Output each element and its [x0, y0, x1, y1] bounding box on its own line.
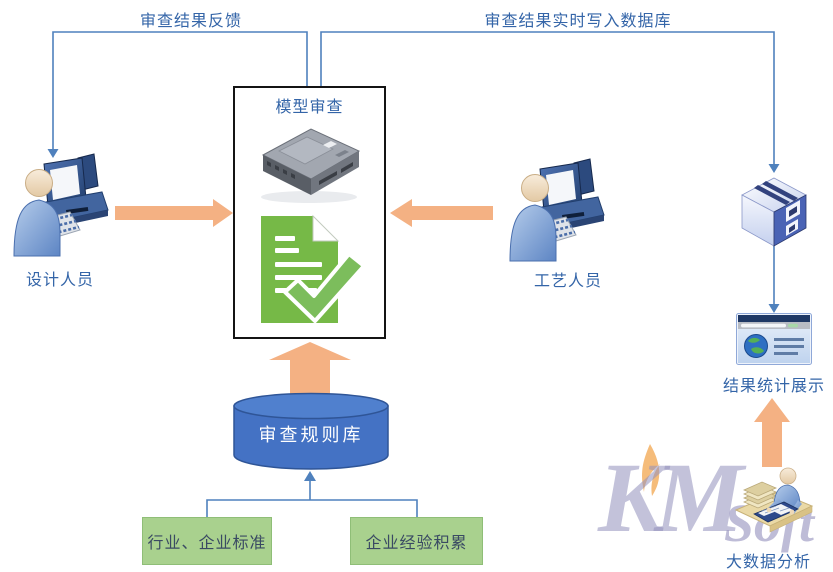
browser-stats-icon	[736, 313, 812, 365]
data-analysis-desk-icon	[734, 467, 814, 533]
db-write-connector-line	[320, 31, 775, 164]
database-cube-icon	[741, 177, 807, 247]
bigdata-to-display-arrow	[754, 398, 790, 467]
process-workstation-icon	[509, 158, 605, 262]
designer-label: 设计人员	[25, 272, 94, 289]
standards-arrowhead-icon	[304, 471, 316, 481]
enterprise-experience-box: 企业经验积累	[350, 517, 483, 565]
cube-to-browser-arrowhead-icon	[768, 304, 780, 313]
rules-to-review-arrow	[269, 342, 351, 397]
document-check-icon	[261, 214, 366, 323]
process-staff-label: 工艺人员	[533, 273, 602, 290]
designer-workstation-icon	[13, 153, 109, 257]
feedback-arrowhead-icon	[47, 149, 59, 158]
model-review-title: 模型审查	[275, 99, 344, 116]
feedback-label: 审查结果反馈	[139, 13, 242, 30]
model-review-box: 模型审查	[233, 86, 386, 339]
cylinder-shape	[233, 392, 389, 470]
big-data-analysis-label: 大数据分析	[726, 554, 812, 571]
standards-connector-line	[206, 499, 418, 517]
designer-to-review-arrow	[115, 199, 233, 227]
db-write-label: 审查结果实时写入数据库	[484, 13, 672, 30]
rule-library-cylinder: 审查规则库	[232, 392, 390, 472]
industry-standard-label: 行业、企业标准	[147, 535, 267, 552]
feedback-connector-line	[52, 31, 308, 149]
chassis-model-icon	[261, 128, 361, 203]
industry-standard-box: 行业、企业标准	[142, 517, 272, 565]
db-write-arrowhead-icon	[768, 164, 780, 173]
enterprise-experience-label: 企业经验积累	[365, 535, 468, 552]
result-display-label: 结果统计展示	[723, 378, 826, 395]
rule-library-label: 审查规则库	[258, 425, 364, 445]
process-to-review-arrow	[390, 199, 493, 227]
